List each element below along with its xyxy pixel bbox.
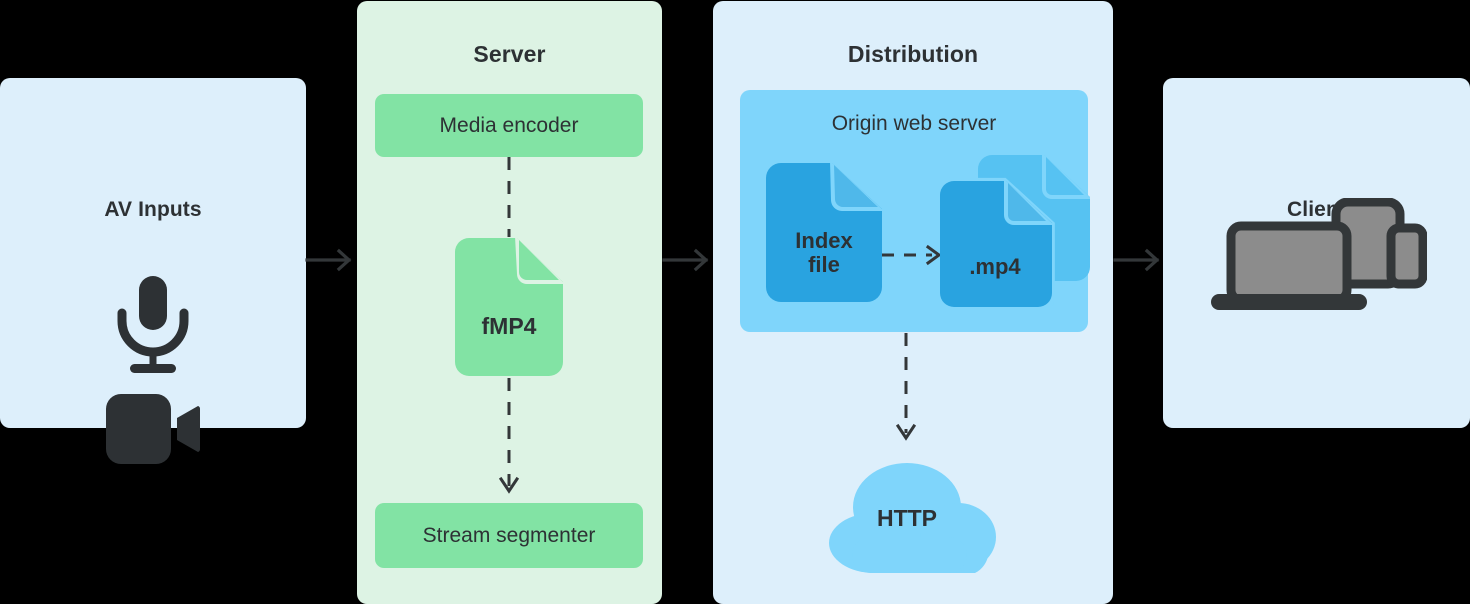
panel-av-inputs: AV Inputs (0, 78, 306, 464)
fmp4-file-glyph (455, 236, 565, 376)
devices-icon (1211, 198, 1427, 310)
origin-web-server-title: Origin web server (831, 112, 997, 135)
http-cloud-label: HTTP (876, 505, 938, 531)
panel-title-distribution: Distribution (847, 41, 979, 67)
connector-origin-to-http (895, 333, 917, 441)
http-cloud-icon (829, 463, 996, 573)
arrow-server-to-distribution (662, 248, 709, 272)
box-media-encoder-label: Media encoder (439, 113, 579, 137)
box-stream-segmenter-label: Stream segmenter (422, 523, 596, 547)
connector-media-encoder-to-fmp4 (507, 157, 511, 237)
file-icon-index: Index file (766, 161, 884, 302)
video-camera-icon (106, 394, 200, 464)
file-icon-fmp4: fMP4 (455, 236, 565, 376)
box-stream-segmenter[interactable]: Stream segmenter (375, 503, 643, 568)
index-file-glyph (766, 161, 884, 302)
connector-index-to-mp4 (882, 244, 942, 266)
panel-title-av-inputs: AV Inputs (104, 198, 202, 221)
arrow-distribution-to-client (1113, 248, 1160, 272)
microphone-icon (117, 276, 189, 373)
panel-title-server: Server (473, 41, 546, 67)
file-icon-mp4-stack: .mp4 (935, 153, 1092, 313)
mp4-files-glyph (935, 153, 1092, 313)
arrow-av-to-server (305, 248, 352, 272)
box-media-encoder[interactable]: Media encoder (375, 94, 643, 157)
connector-fmp4-to-stream-segmenter (498, 378, 520, 494)
panel-title-client: Client (1287, 198, 1346, 221)
